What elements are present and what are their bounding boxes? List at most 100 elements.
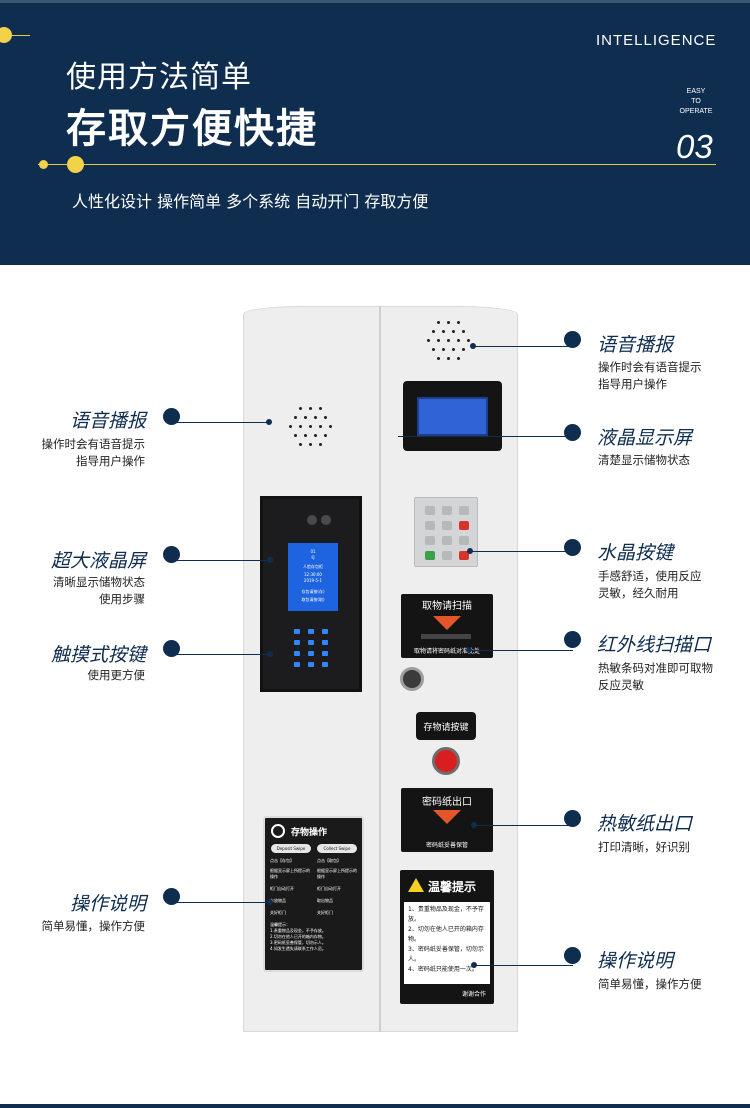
keypad-key[interactable] (442, 536, 452, 545)
callout-line (172, 654, 270, 655)
lock-icon[interactable] (400, 667, 424, 691)
scan-sign: 取物请扫描 取物请将密码纸对准此处 (401, 594, 493, 658)
desc-line: 操作时会有语音提示 (41, 437, 146, 451)
touch-key[interactable] (294, 662, 300, 667)
ops-sign-title: 存物操作 (291, 828, 328, 838)
grille-hole (324, 434, 327, 437)
ops-step: 关好柜门 (270, 910, 286, 915)
operate-word: OPERATE (679, 108, 713, 115)
screen-collect: 取包请按(取) (301, 597, 325, 602)
callout-desc-touch-left: 使用更方便 (0, 667, 146, 684)
ops-step: 点击【取包】 (317, 858, 341, 863)
ops-note: 1.贵重物品及现金，不予存放。 (270, 928, 326, 933)
keypad-key[interactable] (442, 551, 452, 560)
touch-key[interactable] (308, 662, 314, 667)
grille-hole (437, 339, 440, 342)
keypad-key[interactable] (425, 551, 435, 560)
callout-line (474, 825, 573, 826)
desc-line: 简单易懂，操作方便 (598, 977, 702, 991)
callout-line (172, 560, 270, 561)
grille-hole (304, 434, 307, 437)
callout-dot (564, 331, 581, 348)
callout-dot (564, 810, 581, 827)
callout-title-voice: 语音播报 (597, 334, 674, 356)
grille-hole (319, 443, 322, 446)
ops-step: 点击【存包】 (270, 858, 294, 863)
deposit-button[interactable] (432, 747, 460, 775)
warm-tips-sign: 温馨提示 1、贵重物品及现金，不予存放。 2、切勿在他人已开的箱内存物。 3、密… (400, 870, 494, 1004)
ops-step: 根据显示屏上所提示的操作 (317, 868, 357, 879)
subtitle: 人性化设计 操作简单 多个系统 自动开门 存取方便 (72, 192, 429, 211)
callout-line (469, 650, 573, 651)
pointer-dot (266, 419, 272, 425)
header-banner: INTELLIGENCE EASY TO OPERATE 03 使用方法简单 存… (0, 0, 750, 265)
callout-dot (564, 424, 581, 441)
callout-title-keypad: 水晶按键 (597, 542, 674, 564)
speaker-grille-right (422, 316, 472, 366)
ops-step: 取出物品 (317, 898, 333, 903)
screen-time: 12:30:00 (304, 572, 322, 577)
grille-hole (309, 407, 312, 410)
ops-notes-title: 温馨提示： (270, 922, 290, 927)
callout-dot (564, 631, 581, 648)
keypad-key[interactable] (425, 521, 435, 530)
warm-item: 3、密码纸妥善保管，切勿示人。 (408, 946, 484, 963)
desc-line: 清楚显示储物状态 (598, 453, 690, 467)
callout-desc-guide-left: 简单易懂，操作方便 (0, 918, 146, 935)
keypad-key[interactable] (425, 536, 435, 545)
touch-key[interactable] (308, 629, 314, 634)
callout-desc-voice-left: 操作时会有语音提示 指导用户操作 (0, 436, 146, 470)
grille-hole (432, 348, 435, 351)
grille-hole (299, 443, 302, 446)
panel-screen: 01 号 人脸存包柜 12:30:00 2019-5-1 存包请按(存) 取包请… (288, 543, 338, 611)
callout-desc-voice: 操作时会有语音提示 指导用户操作 (598, 359, 702, 393)
grille-hole (447, 357, 450, 360)
lcd-screen (417, 397, 488, 436)
bottom-rule (0, 1104, 750, 1108)
speaker-grille-left (284, 402, 334, 452)
callout-dot (163, 546, 180, 563)
desc-line: 使用步骤 (99, 592, 145, 606)
touch-key[interactable] (322, 640, 328, 645)
desc-line: 指导用户操作 (76, 454, 145, 468)
touch-key[interactable] (322, 662, 328, 667)
section-number: 03 (676, 128, 713, 165)
callout-title-guide-left: 操作说明 (69, 893, 146, 915)
keypad-key[interactable] (442, 521, 452, 530)
keypad-key[interactable] (442, 506, 452, 515)
cabinet-seam (379, 306, 381, 1032)
callout-title-voice-left: 语音播报 (69, 410, 146, 432)
touch-key[interactable] (294, 640, 300, 645)
touch-key[interactable] (294, 629, 300, 634)
touch-key[interactable] (322, 651, 328, 656)
lcd-display (403, 381, 502, 451)
scan-sign-title: 取物请扫描 (422, 601, 472, 612)
keypad-key[interactable] (425, 506, 435, 515)
grille-hole (452, 348, 455, 351)
touch-key[interactable] (322, 629, 328, 634)
grille-hole (457, 357, 460, 360)
keypad-key[interactable] (459, 536, 469, 545)
to-word: TO (691, 98, 701, 105)
camera-icon (307, 515, 317, 525)
desc-line: 热敏条码对准即可取物 (598, 661, 713, 675)
screen-number: 01 (310, 549, 316, 554)
screen-date: 2019-5-1 (303, 578, 323, 583)
touch-key[interactable] (308, 640, 314, 645)
keypad-key[interactable] (459, 506, 469, 515)
grille-hole (319, 425, 322, 428)
keypad-key[interactable] (459, 521, 469, 530)
warm-item: 4、密码纸只能使用一次。 (408, 966, 478, 973)
screen-deposit: 存包请按(存) (301, 589, 325, 594)
grille-hole (299, 407, 302, 410)
ops-note: 4.如发生遗失请联系工作人员。 (270, 946, 326, 951)
paper-sign: 密码纸出口 密码纸妥善保管 (401, 788, 493, 852)
grille-hole (467, 339, 470, 342)
keypad-key[interactable] (459, 551, 469, 560)
touch-key[interactable] (308, 651, 314, 656)
ops-note: 2.切勿在他人已开的箱内存物。 (270, 934, 326, 939)
desc-line: 操作时会有语音提示 (598, 360, 702, 374)
arrow-down-icon (433, 810, 461, 824)
touch-key[interactable] (294, 651, 300, 656)
crystal-keypad[interactable] (414, 497, 478, 567)
